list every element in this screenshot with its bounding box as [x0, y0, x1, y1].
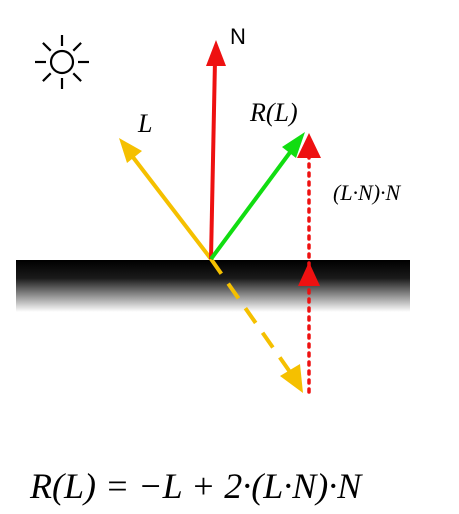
normal-label: N	[230, 24, 246, 49]
light-vector-shaft	[127, 150, 213, 261]
reflection-formula: R(L) = −L + 2·(L·N)·N	[29, 466, 363, 506]
reflection-vector-arrowhead	[282, 132, 305, 158]
normal-vector-arrowhead	[206, 40, 226, 66]
light-label: L	[137, 109, 152, 138]
light-vector-arrowhead	[119, 138, 142, 163]
sun-icon	[35, 35, 89, 89]
projection-arrowhead-upper	[297, 133, 321, 158]
projection-label: (L·N)·N	[333, 180, 402, 205]
projection-arrowhead-lower	[298, 262, 320, 286]
reflection-label: R(L)	[249, 98, 298, 127]
reflection-vector-shaft	[209, 145, 296, 261]
reflecting-surface	[16, 260, 410, 312]
normal-vector-shaft	[209, 59, 217, 260]
light-continuation-dashed	[209, 257, 292, 374]
